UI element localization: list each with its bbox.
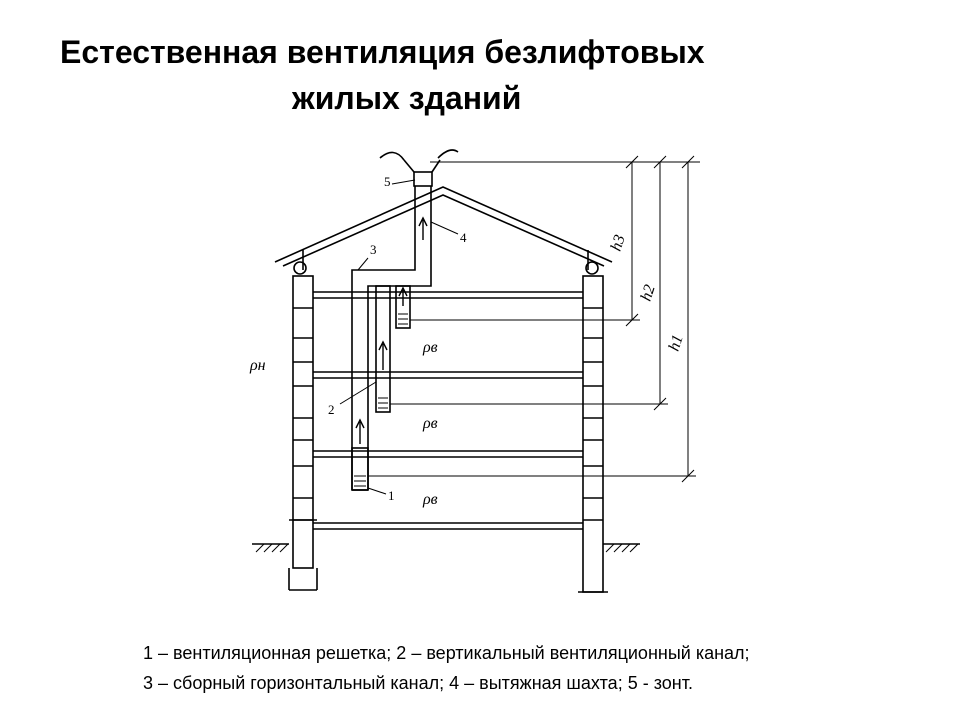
vertical-channels [351, 285, 411, 491]
height-label-h1: h1 [666, 333, 687, 353]
roof [274, 186, 613, 275]
callout-5: 5 [384, 174, 391, 189]
height-label-h3: h3 [608, 233, 629, 253]
dimension-lines [368, 155, 700, 483]
callout-4: 4 [460, 230, 467, 245]
hood [379, 149, 459, 187]
callout-3: 3 [370, 242, 377, 257]
floor-slabs [313, 291, 583, 530]
density-indoor-label-top: ρв [422, 339, 438, 356]
exhaust-shaft [351, 186, 432, 491]
ground-hatching [255, 543, 639, 553]
left-wall [289, 275, 317, 569]
density-outdoor-label: ρн [249, 357, 266, 374]
density-indoor-label-bottom: ρв [422, 491, 438, 508]
callout-1: 1 [388, 488, 395, 503]
flow-arrows [355, 216, 428, 444]
ventilation-grilles [354, 313, 408, 487]
height-label-h2: h2 [638, 283, 659, 303]
right-wall [582, 275, 604, 593]
callout-2: 2 [328, 402, 335, 417]
leader-lines [339, 179, 459, 495]
density-indoor-label-middle: ρв [422, 415, 438, 432]
slide-title-line-1: Естественная вентиляция безлифтовых [60, 34, 705, 70]
legend-line-2: 3 – сборный горизонтальный канал; 4 – вы… [143, 673, 693, 693]
slide-title-line-2: жилых зданий [292, 80, 522, 116]
legend-line-1: 1 – вентиляционная решетка; 2 – вертикал… [143, 643, 750, 663]
